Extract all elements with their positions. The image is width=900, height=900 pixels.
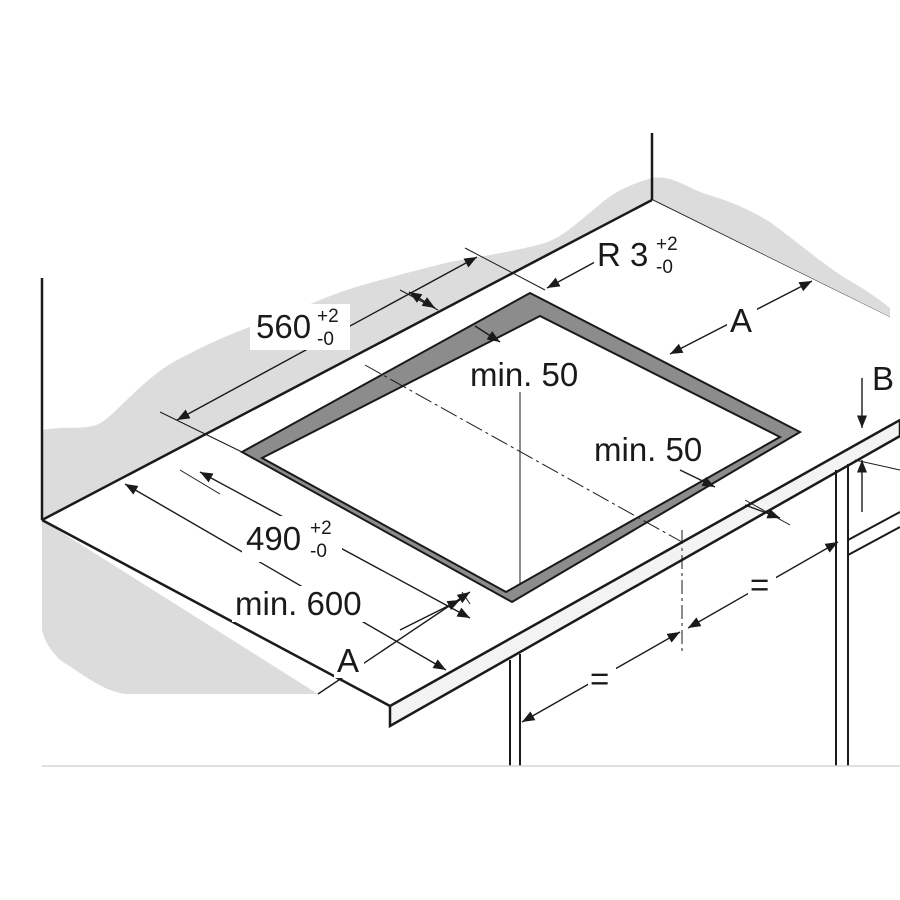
label-a-right: A	[727, 302, 757, 339]
radius-value: R 3	[597, 236, 648, 273]
wall-shading-right	[652, 177, 890, 318]
label-b: B	[872, 360, 894, 397]
min-worktop-text: min. 600	[235, 585, 362, 622]
label-width: 490 +2 -0	[242, 516, 342, 562]
radius-tol-plus: +2	[656, 234, 678, 255]
a-right-text: A	[730, 302, 752, 339]
equal-right-text: =	[750, 566, 769, 603]
label-depth: 560 +2 -0	[250, 304, 350, 350]
label-min-worktop: min. 600	[232, 585, 380, 622]
equal-left-text: =	[590, 660, 609, 697]
depth-value: 560	[256, 308, 311, 345]
label-a-left: A	[334, 642, 364, 679]
label-equal-right: =	[748, 566, 776, 603]
b-text: B	[872, 360, 894, 397]
width-tol-plus: +2	[310, 518, 332, 539]
label-min-back: min. 50	[468, 356, 594, 393]
label-min-side: min. 50	[592, 430, 718, 468]
depth-tol-minus: -0	[317, 329, 334, 350]
label-equal-left: =	[588, 660, 616, 697]
depth-tol-plus: +2	[317, 306, 339, 327]
a-left-text: A	[337, 642, 359, 679]
worktop-front-edge	[388, 418, 900, 729]
label-radius: R 3 +2 -0	[594, 232, 689, 278]
min-side-text: min. 50	[594, 431, 702, 468]
radius-tol-minus: -0	[656, 257, 673, 278]
width-value: 490	[246, 520, 301, 557]
min-back-text: min. 50	[470, 356, 578, 393]
width-tol-minus: -0	[310, 541, 327, 562]
